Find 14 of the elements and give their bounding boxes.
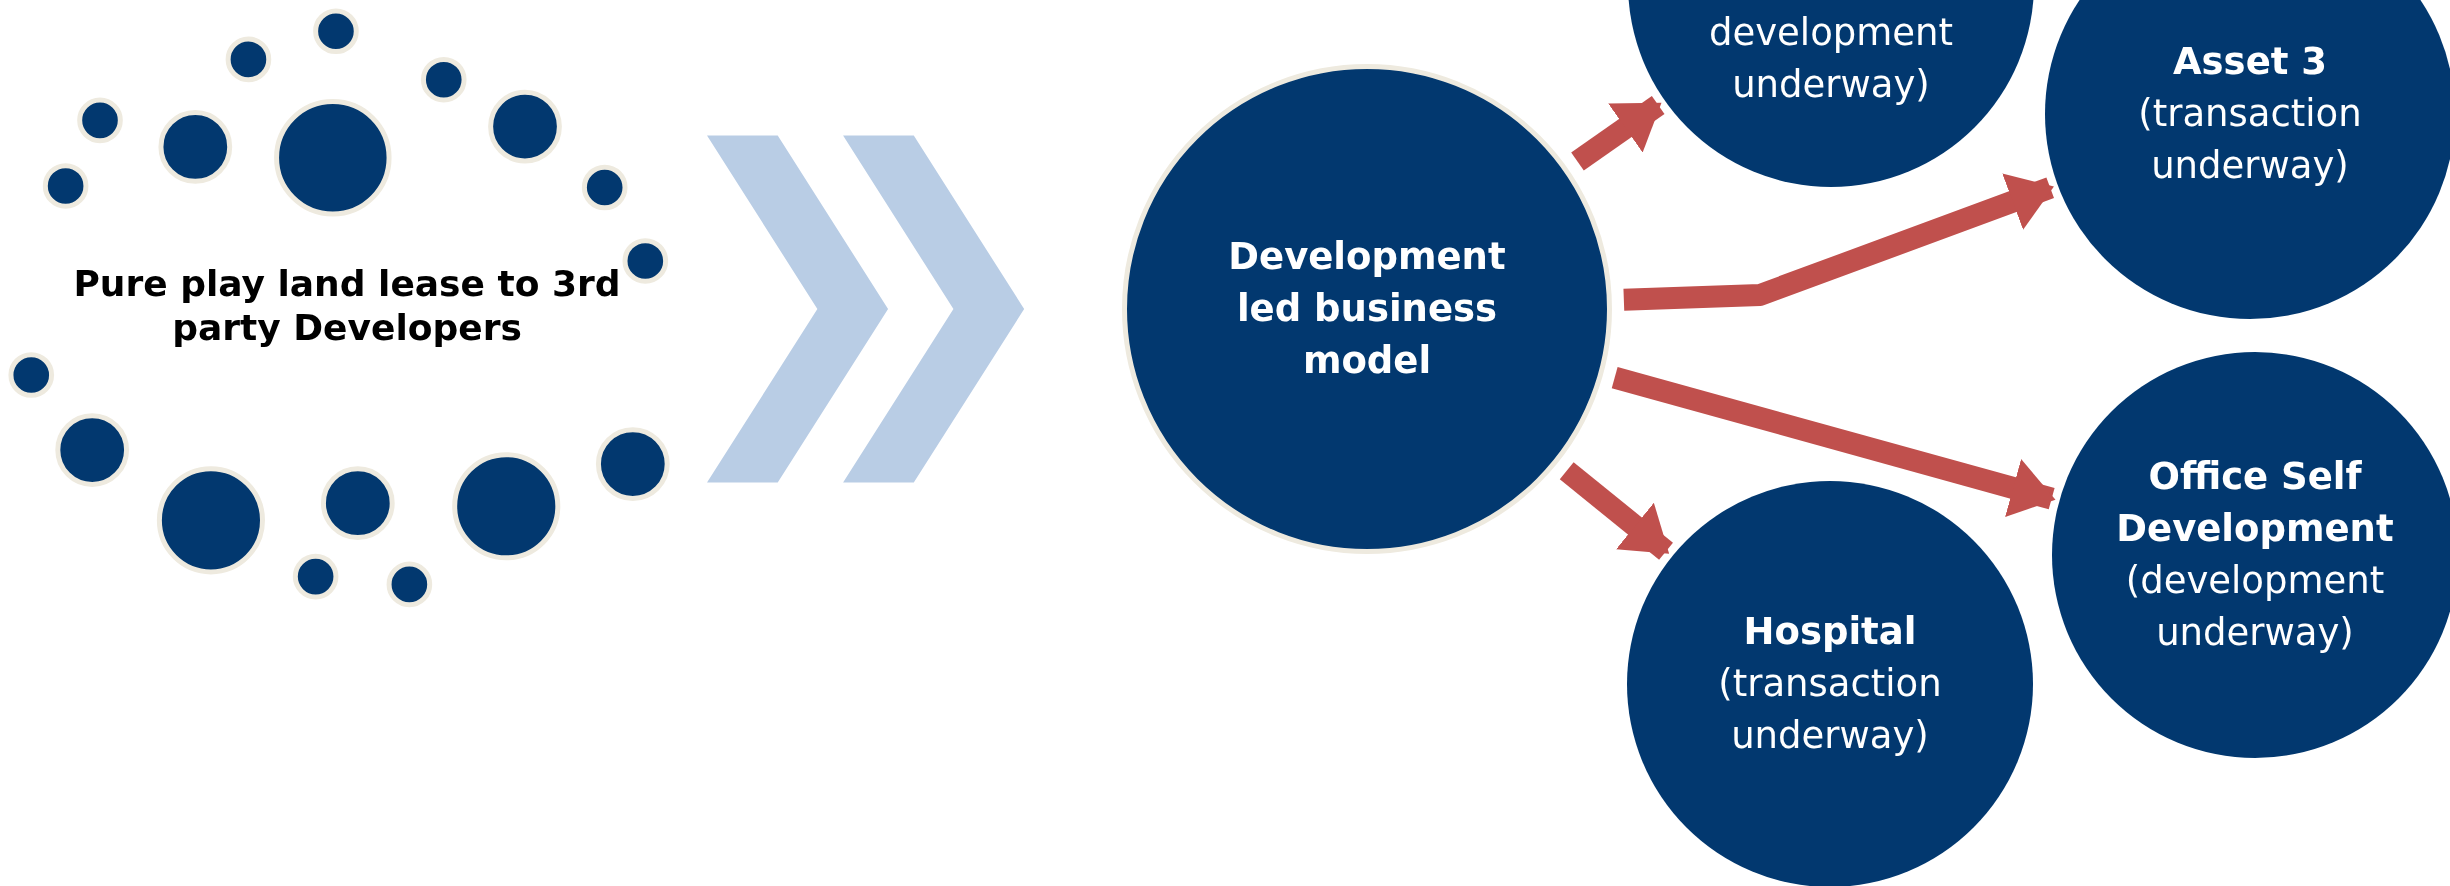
node-label: Pure play land lease to 3rd party Developers — [67, 262, 627, 350]
arrow — [1611, 367, 2056, 517]
node-note: (transaction underway) — [2137, 91, 2363, 189]
arrow — [1571, 96, 1665, 171]
node-heading: Hospital — [1743, 609, 1917, 655]
arrow — [1559, 462, 1673, 560]
node-heading: Asset 3 — [2172, 39, 2328, 85]
chevron-arrow — [707, 135, 1025, 483]
node-heading: Office Self Development — [2115, 454, 2395, 552]
node-note: (development underway) — [2124, 558, 2386, 656]
arrow — [1623, 173, 2054, 311]
node-note: (transaction underway) — [1717, 661, 1943, 759]
node-note: development underway) — [1707, 10, 1955, 108]
node-heading: Development led business model — [1227, 234, 1507, 384]
